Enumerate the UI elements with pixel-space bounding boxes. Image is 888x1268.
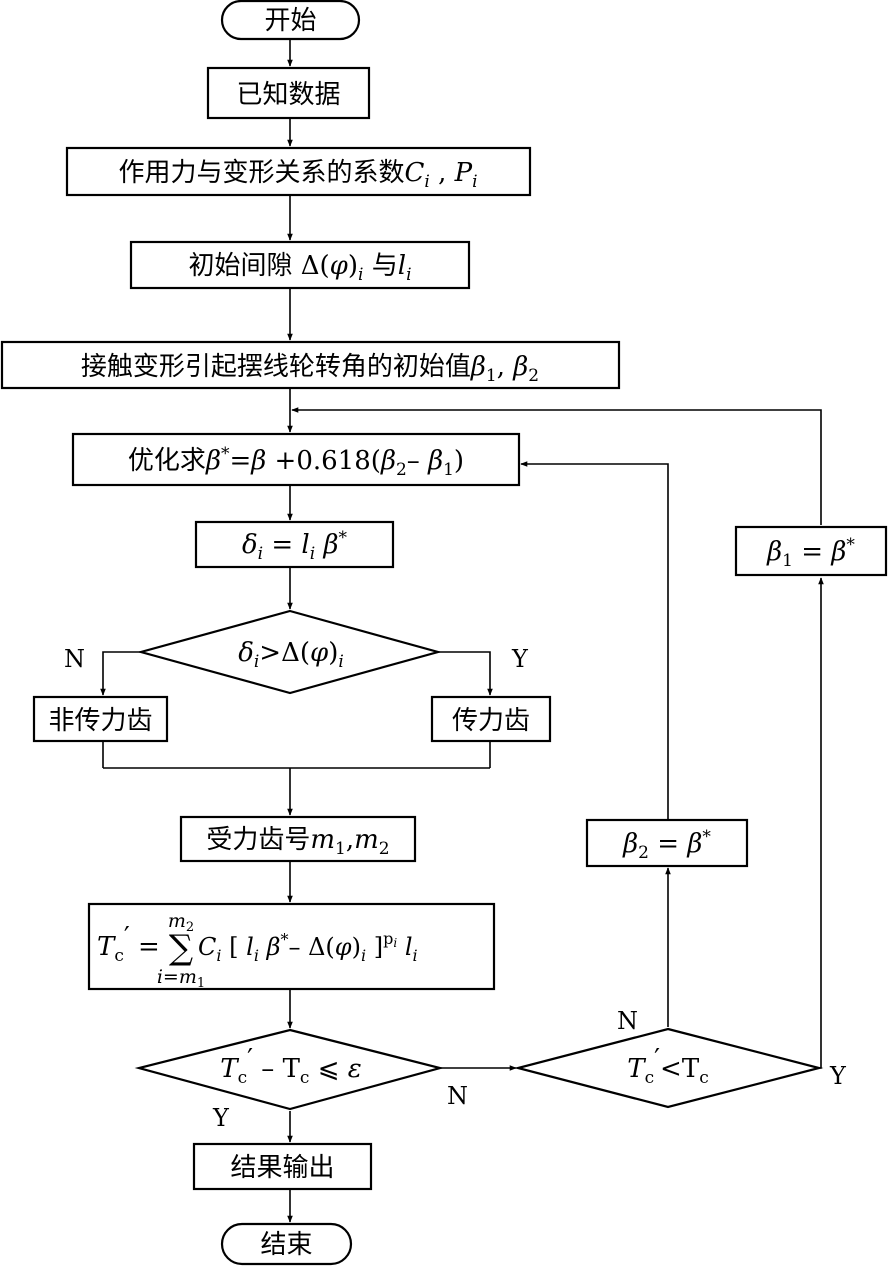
decision-compare-node: Tc′<Tc [513,1027,824,1109]
decision-converge-node: Tc′ – Tc ⩽ ε [134,1028,445,1111]
decision-converge-label: Tc′ – Tc ⩽ ε [220,1044,361,1088]
torque-sum-node: Tc′ = m2 ∑ i=m1 Ci [ li β*– Δ(φ)i ]pi li [87,902,496,991]
known-data-node: 已知数据 [206,66,371,120]
converge-yes-label: Y [212,1104,230,1132]
optimize-node: 优化求β*=β +0.618(β2– β1) [71,432,521,487]
force-tooth-label: 传力齿 [452,706,530,736]
edge-decision-yes [438,651,493,696]
edge-compare-yes [818,577,824,1069]
torque-sum-sigma: ∑ [169,928,193,968]
torque-sum-lower-limit: i=m1 [157,966,205,991]
torque-sum-lhs: Tc′ = [97,922,160,966]
decision-contact-label: δi>Δ(φ)i [238,638,344,672]
branch-yes-label: Y [511,645,529,673]
optimize-label: 优化求β*=β +0.618(β2– β1) [128,444,464,480]
initial-gap-label: 初始间隙 Δ(φ)i 与li [188,251,411,285]
compare-no-label: N [617,1007,638,1035]
edge-b1-return [291,407,822,525]
coefficients-label: 作用力与变形关系的系数Ci , Pi [118,158,477,192]
update-b2-node: β2 = β* [585,818,749,868]
update-b2-label: β2 = β* [622,827,711,863]
teeth-numbers-label: 受力齿号m1,m2 [206,825,389,859]
output-label: 结果输出 [230,1153,334,1183]
branch-no-label: N [64,645,85,673]
initial-gap-node: 初始间隙 Δ(φ)i 与li [129,240,471,290]
edge-decision-no [100,651,141,696]
non-force-tooth-label: 非传力齿 [48,706,152,736]
coefficients-node: 作用力与变形关系的系数Ci , Pi [65,146,532,197]
force-tooth-node: 传力齿 [430,695,552,743]
initial-angle-label: 接触变形引起摆线轮转角的初始值β1, β2 [81,352,539,386]
known-data-label: 已知数据 [236,80,340,110]
end-node: 结束 [220,1222,353,1266]
start-label: 开始 [264,6,316,36]
converge-no-label: N [447,1082,468,1110]
update-b1-node: β1 = β* [734,525,888,577]
decision-contact-node: δi>Δ(φ)i [136,609,443,695]
update-b1-label: β1 = β* [766,535,855,571]
initial-angle-node: 接触变形引起摆线轮转角的初始值β1, β2 [0,340,621,390]
torque-sum-rhs: Ci [ li β*– Δ(φ)i ]pi li [198,929,418,965]
edge-b2-return [520,461,669,820]
end-label: 结束 [260,1230,312,1260]
compare-yes-label: Y [829,1062,847,1090]
output-node: 结果输出 [192,1142,373,1191]
delta-calc-node: δi = li β* [194,520,395,569]
start-node: 开始 [220,0,361,41]
decision-compare-label: Tc′<Tc [627,1044,708,1088]
torque-sum-upper-limit: m2 [168,910,194,935]
non-force-tooth-node: 非传力齿 [32,695,169,743]
delta-calc-label: δi = li β* [242,528,347,564]
teeth-numbers-node: 受力齿号m1,m2 [179,815,417,863]
